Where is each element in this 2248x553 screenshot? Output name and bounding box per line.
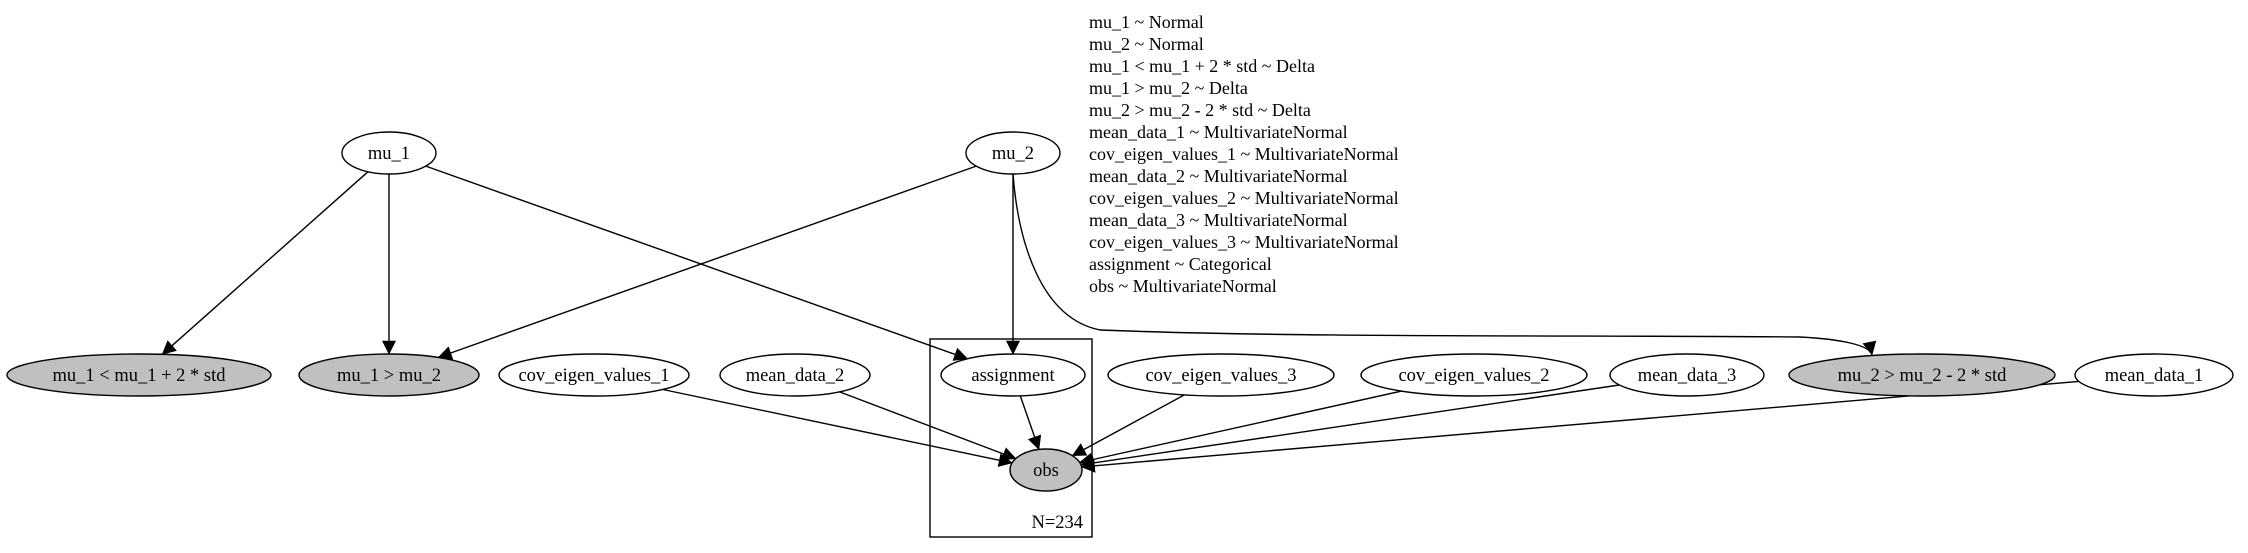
node-shape — [1360, 353, 1588, 397]
edge-mean_data_3-to-obs — [1080, 384, 1620, 470]
legend-line: cov_eigen_values_2 ~ MultivariateNormal — [1089, 188, 1399, 208]
edge-cov_eigen_values_1-to-obs — [662, 388, 1013, 468]
node-label: mu_1 < mu_1 + 2 * std — [53, 366, 227, 386]
node-shape — [1009, 448, 1083, 492]
node-shape — [1788, 353, 2056, 397]
node-shape — [1107, 353, 1335, 397]
node-label: mu_1 — [368, 144, 410, 164]
node-cov-eigen-values-3: cov_eigen_values_3 — [1107, 353, 1335, 397]
legend-line: obs ~ MultivariateNormal — [1089, 276, 1277, 296]
node-mean-data-3: mean_data_3 — [1609, 353, 1765, 397]
node-cov-eigen-values-2: cov_eigen_values_2 — [1360, 353, 1588, 397]
node-constraint-mu1-gt-mu2: mu_1 > mu_2 — [298, 353, 480, 397]
edge-cov_eigen_values_3-to-obs — [1071, 394, 1185, 457]
node-label: assignment — [971, 366, 1055, 386]
legend-line: mu_2 > mu_2 - 2 * std ~ Delta — [1089, 100, 1311, 120]
node-assignment: assignment — [940, 353, 1086, 397]
edge-assignment-to-obs — [1019, 395, 1042, 451]
legend-line: mean_data_1 ~ MultivariateNormal — [1089, 122, 1348, 142]
node-label: mu_2 > mu_2 - 2 * std — [1838, 366, 2007, 386]
legend-line: mu_1 ~ Normal — [1089, 12, 1204, 32]
node-mean-data-2: mean_data_2 — [719, 353, 871, 397]
node-obs: obs — [1009, 448, 1083, 492]
node-shape — [2074, 353, 2234, 397]
node-label: obs — [1033, 461, 1059, 481]
node-label: cov_eigen_values_1 — [518, 366, 669, 386]
node-shape — [719, 353, 871, 397]
node-shape — [1609, 353, 1765, 397]
node-label: cov_eigen_values_2 — [1398, 366, 1549, 386]
legend-line: assignment ~ Categorical — [1089, 254, 1272, 274]
edge-cov_eigen_values_2-to-obs — [1078, 390, 1402, 467]
plate-border — [929, 338, 1093, 538]
node-label: cov_eigen_values_3 — [1145, 366, 1296, 386]
edge-mu_1-to-assignment — [425, 165, 969, 361]
legend-line: mu_2 ~ Normal — [1089, 34, 1204, 54]
legend-line: cov_eigen_values_1 ~ MultivariateNormal — [1089, 144, 1399, 164]
distribution-legend: mu_1 ~ Normal mu_2 ~ Normal mu_1 < mu_1 … — [1089, 12, 1399, 296]
node-mu-2: mu_2 — [965, 131, 1061, 175]
node-shape — [341, 131, 437, 175]
plate-label: N=234 — [1031, 513, 1083, 533]
legend-line: mean_data_3 ~ MultivariateNormal — [1089, 210, 1348, 230]
node-shape — [965, 131, 1061, 175]
legend-line: cov_eigen_values_3 ~ MultivariateNormal — [1089, 232, 1399, 252]
node-label: mean_data_2 — [746, 366, 845, 386]
legend-line: mean_data_2 ~ MultivariateNormal — [1089, 166, 1348, 186]
node-constraint-mu2-gt: mu_2 > mu_2 - 2 * std — [1788, 353, 2056, 397]
node-shape — [498, 353, 690, 397]
node-label: mean_data_1 — [2105, 366, 2204, 386]
node-label: mean_data_3 — [1638, 366, 1737, 386]
edge-mu_2-to-constraint_mu1_gt_mu2 — [437, 165, 977, 360]
legend-line: mu_1 < mu_1 + 2 * std ~ Delta — [1089, 56, 1315, 76]
node-cov-eigen-values-1: cov_eigen_values_1 — [498, 353, 690, 397]
node-label: mu_1 > mu_2 — [337, 366, 441, 386]
plate: N=234 — [929, 338, 1093, 538]
edge-mu_2-to-constraint_mu2_gt — [1012, 173, 1877, 356]
nodes: mu_1 mu_2 mu_1 < mu_1 + 2 * std mu_1 > mu_2… — [6, 131, 2234, 492]
node-label: mu_2 — [992, 144, 1034, 164]
node-constraint-mu1-lt: mu_1 < mu_1 + 2 * std — [6, 353, 272, 397]
node-shape — [298, 353, 480, 397]
edge-mean_data_2-to-obs — [839, 391, 1017, 461]
node-shape — [6, 353, 272, 397]
edges — [161, 165, 2079, 473]
edge-mu_1-to-constraint_mu1_lt — [161, 171, 369, 355]
node-mean-data-1: mean_data_1 — [2074, 353, 2234, 397]
legend-line: mu_1 > mu_2 ~ Delta — [1089, 78, 1248, 98]
node-mu-1: mu_1 — [341, 131, 437, 175]
node-shape — [940, 353, 1086, 397]
